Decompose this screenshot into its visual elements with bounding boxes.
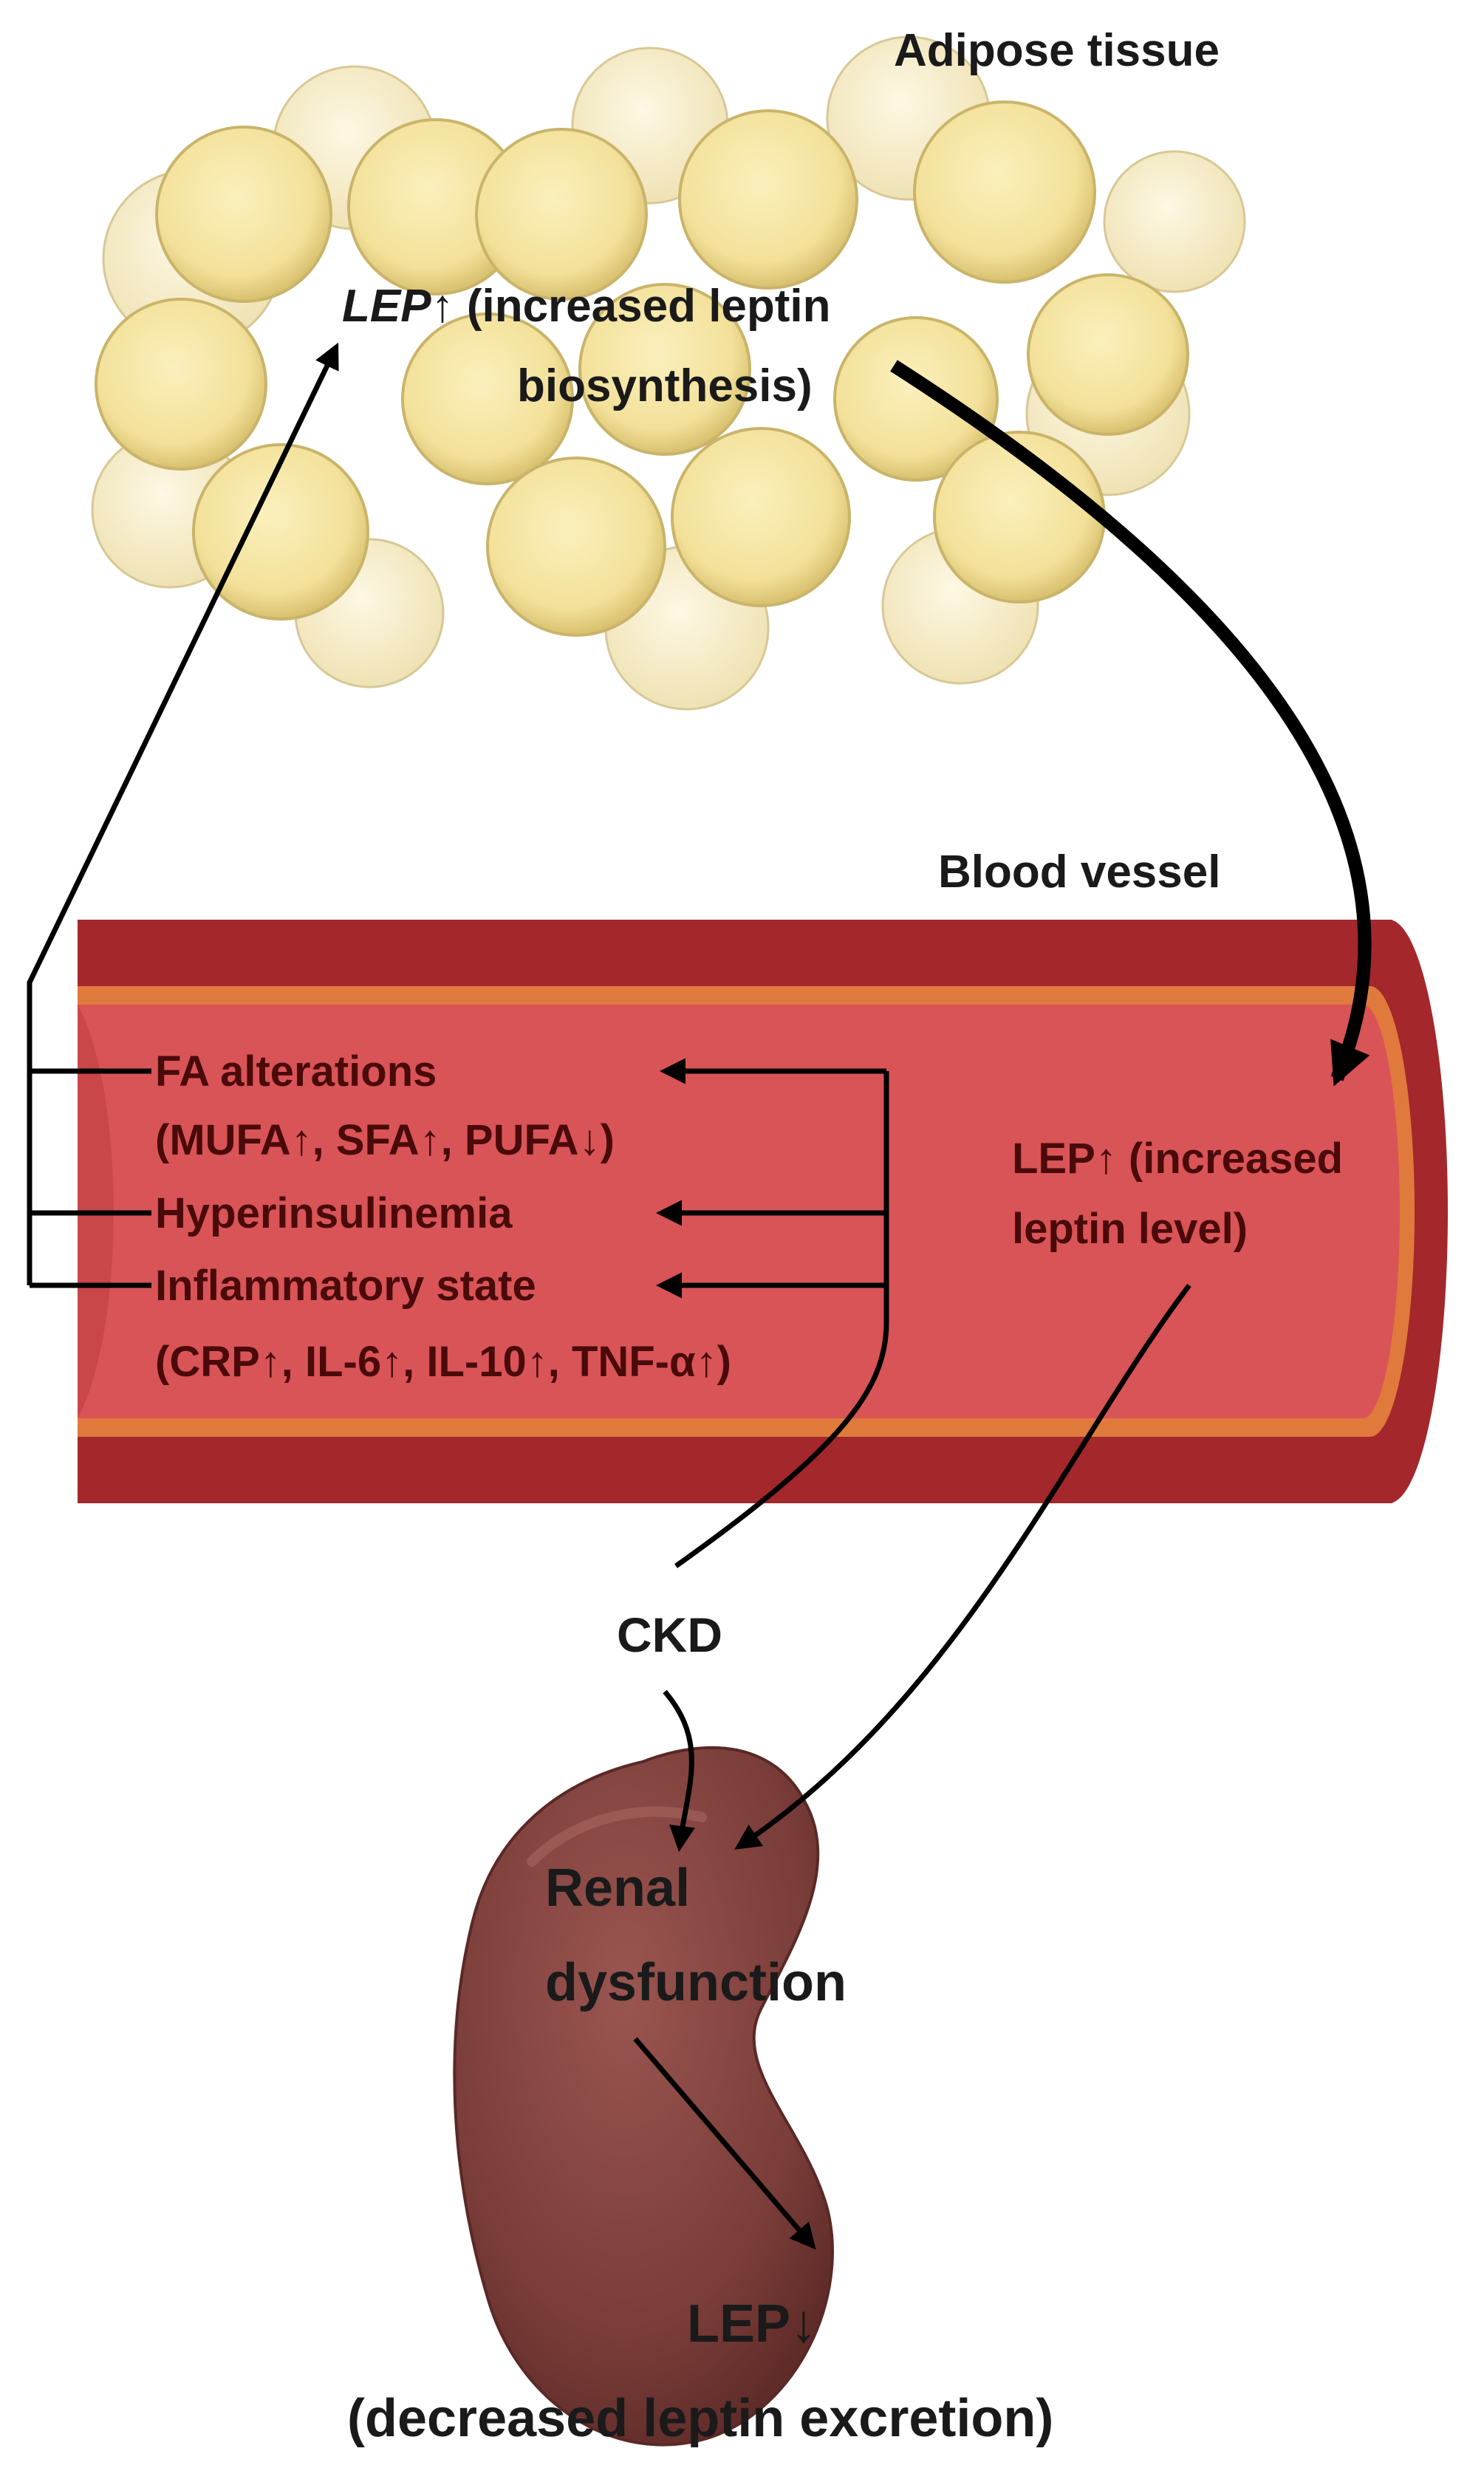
label-adipose-tissue: Adipose tissue <box>894 25 1220 76</box>
adipocyte <box>1027 273 1189 436</box>
label-inflammatory-detail: (CRP↑, IL-6↑, IL-10↑, TNF-α↑) <box>155 1338 731 1386</box>
adipocyte <box>578 283 751 456</box>
label-fa-alterations: FA alterations <box>155 1047 437 1095</box>
label-decreased-excretion: (decreased leptin excretion) <box>347 2389 1054 2448</box>
label-ckd: CKD <box>617 1607 722 1662</box>
lep-increase-arrow: ↑ <box>431 281 454 332</box>
arrow-ckd-bracket <box>674 1071 889 1568</box>
label-fa-detail: (MUFA↑, SFA↑, PUFA↓) <box>155 1116 615 1164</box>
adipocyte <box>192 443 369 621</box>
blood-vessel <box>78 920 1448 1503</box>
label-biosynthesis: biosynthesis) <box>517 360 813 411</box>
arrow-factors-to-adipose <box>27 342 339 1285</box>
adipocyte <box>155 126 332 303</box>
label-blood-vessel: Blood vessel <box>938 847 1221 898</box>
adipocyte <box>671 427 851 607</box>
vessel-end-lumen <box>1326 1005 1400 1418</box>
adipose-tissue-cluster <box>91 35 1246 711</box>
label-lep-level-line2: leptin level) <box>1012 1205 1248 1253</box>
label-lep-biosynthesis: LEP↑ (increased leptin <box>342 284 831 329</box>
adipocyte <box>913 100 1096 284</box>
label-inflammatory-state: Inflammatory state <box>155 1262 536 1310</box>
arrow-leptin-level-to-renal <box>734 1283 1191 1850</box>
adipocyte <box>833 316 999 482</box>
adipocyte <box>486 457 666 637</box>
arrow-biosynthesis-to-leptin-level <box>890 360 1372 1087</box>
label-lep-decrease: LEP↓ <box>687 2294 818 2354</box>
adipocyte <box>401 312 574 485</box>
label-dysfunction: dysfunction <box>545 1953 847 2012</box>
arrows <box>27 342 1372 2250</box>
adipocyte <box>475 128 648 301</box>
adipocyte <box>95 298 267 471</box>
arrow-ckd-to-renal <box>663 1689 695 1852</box>
lep-gene-symbol: LEP <box>342 281 431 332</box>
arrow-renal-to-excretion <box>633 2037 816 2250</box>
kidney-body <box>453 1746 834 2447</box>
label-hyperinsulinemia: Hyperinsulinemia <box>155 1189 513 1237</box>
label-lep-level-line1: LEP↑ (increased <box>1012 1135 1344 1183</box>
adipocyte <box>678 109 858 290</box>
kidney <box>453 1746 834 2447</box>
adipocyte <box>1103 150 1246 293</box>
label-renal: Renal <box>545 1859 691 1918</box>
lep-biosynthesis-text: (increased leptin <box>454 281 831 332</box>
kidney-highlight <box>527 1806 707 1867</box>
